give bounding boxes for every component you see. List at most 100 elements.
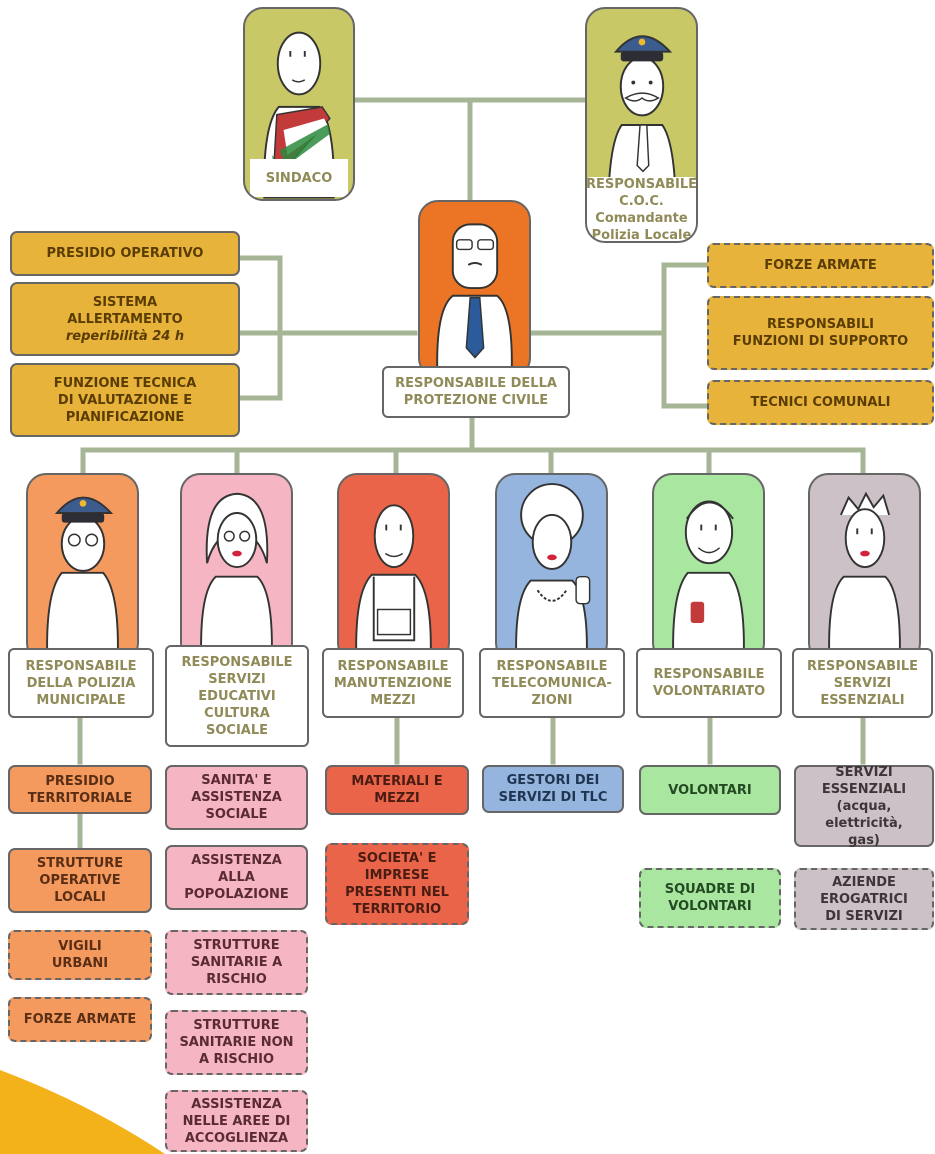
presidio-territoriale-box: PRESIDIO TERRITORIALE [8,765,152,814]
box-line: TERRITORIALE [27,790,133,806]
vigili-urbani-box: VIGILI URBANI [8,930,152,980]
box-line: GESTORI DEI [506,773,600,788]
funzione-tecnica-line-3: PIANIFICAZIONE [65,409,185,425]
box-line: EROGATRICI [820,891,908,907]
polizia-caption-line: MUNICIPALE [36,692,126,708]
box-line: SQUADRE DI [664,882,756,897]
telecom-caption-line: RESPONSABILE [496,658,608,674]
strutture-sanitarie-rischio-box: STRUTTURE SANITARIE A RISCHIO [165,930,308,995]
box-line: ALLA [218,870,255,885]
box-line: IMPRESE [364,868,430,883]
coc-card: RESPONSABILE C.O.C. Comandante Polizia L… [585,7,698,243]
box-line: PRESIDIO [45,773,115,789]
forze-armate-label: FORZE ARMATE [764,258,877,273]
box-line: ESSENZIALI [821,781,907,797]
sistema-allertamento-line-2: ALLERTAMENTO [67,311,183,327]
forze-armate-box: FORZE ARMATE [707,243,934,288]
box-line: VIGILI [58,939,102,954]
manutenzione-caption-line: MEZZI [370,692,416,708]
educativi-caption-line: RESPONSABILE [181,654,293,670]
volontariato-caption-line: RESPONSABILE [653,667,765,682]
box-line: SOCIETA' E [357,851,437,866]
box-line: STRUTTURE [36,856,124,871]
funzioni-supporto-line-2: FUNZIONI DI SUPPORTO [732,334,909,349]
volontari-box: VOLONTARI [639,765,781,815]
sistema-allertamento-line-3: reperibilità 24 h [65,328,185,344]
funzione-tecnica-box: FUNZIONE TECNICA DI VALUTAZIONE E PIANIF… [10,363,240,437]
box-line: SANITA' E [201,773,272,788]
polizia-figure-icon [46,496,119,661]
box-line: gas) [848,832,880,848]
coc-caption: RESPONSABILE C.O.C. Comandante Polizia L… [587,177,696,241]
manutenzione-caption-line: RESPONSABILE [337,658,449,674]
squadre-volontari-box: SQUADRE DI VOLONTARI [639,868,781,928]
polizia-caption: RESPONSABILE DELLA POLIZIA MUNICIPALE [8,648,154,718]
educativi-caption-line: SERVIZI [208,671,266,687]
gestori-tlc-box: GESTORI DEI SERVIZI DI TLC [482,765,624,813]
box-line: TERRITORIO [352,902,442,917]
sanita-assistenza-sociale-box: SANITA' E ASSISTENZA SOCIALE [165,765,308,830]
telecomunicazioni-caption: RESPONSABILE TELECOMUNICA- ZIONI [479,648,625,718]
box-line: DI SERVIZI [825,908,903,924]
assistenza-aree-accoglienza-box: ASSISTENZA NELLE AREE DI ACCOGLIENZA [165,1090,308,1152]
servizi-educativi-figure-icon [200,492,273,661]
box-line: URBANI [51,956,109,971]
box-line: AZIENDE [832,874,896,890]
strutture-operative-locali-box: STRUTTURE OPERATIVE LOCALI [8,848,152,913]
presidio-operativo-label: PRESIDIO OPERATIVO [46,246,204,261]
box-line: SANITARIE NON [179,1035,294,1050]
box-line: MEZZI [374,791,420,806]
box-line: OPERATIVE [39,873,121,888]
manutenzione-figure-icon [355,504,432,661]
servizi-essenziali-box: SERVIZI ESSENZIALI (acqua, elettricità, … [794,764,934,848]
strutture-sanitarie-non-rischio-box: STRUTTURE SANITARIE NON A RISCHIO [165,1010,308,1075]
essenziali-caption-line: SERVIZI [833,675,892,691]
box-line: SERVIZI [835,764,893,780]
servizi-essenziali-card [808,473,921,663]
box-line: NELLE AREE DI [182,1113,291,1129]
box-line: VOLONTARI [668,899,752,914]
essenziali-caption-line: RESPONSABILE [806,658,919,674]
aziende-erogatrici-box: AZIENDE EROGATRICI DI SERVIZI [794,868,934,930]
box-line: POPOLAZIONE [184,887,289,902]
box-line: ASSISTENZA [191,790,282,805]
box-line: STRUTTURE [193,938,280,953]
box-line: STRUTTURE [193,1018,280,1033]
box-line: LOCALI [54,890,106,905]
box-line: SOCIALE [205,807,268,822]
essenziali-caption-line: ESSENZIALI [820,692,905,708]
volontariato-caption: RESPONSABILE VOLONTARIATO [636,648,782,718]
forze-armate-polizia-box: FORZE ARMATE [8,997,152,1042]
servizi-essenziali-figure-icon [828,491,901,661]
telecom-caption-line: ZIONI [531,692,573,708]
servizi-educativi-card [180,473,293,663]
protezione-civile-figure-icon [436,223,513,376]
educativi-caption-line: SOCIALE [205,722,269,738]
protezione-civile-card [418,200,531,378]
sindaco-card: SINDACO [243,7,355,201]
coc-subtitle-1: Comandante [595,211,688,226]
box-line: (acqua, elettricità, [825,798,903,831]
volontariato-card [652,473,765,663]
box-line: A RISCHIO [198,1052,275,1067]
manutenzione-caption-line: MANUTENZIONE [333,675,453,691]
funzioni-supporto-line-1: RESPONSABILI [766,317,874,332]
educativi-caption-line: EDUCATIVI [198,688,276,704]
box-line: SERVIZI DI TLC [498,790,608,805]
servizi-educativi-caption: RESPONSABILE SERVIZI EDUCATIVI CULTURA S… [165,645,309,747]
telecom-caption-line: TELECOMUNICA- [492,675,612,691]
tecnici-comunali-box: TECNICI COMUNALI [707,380,934,425]
servizi-essenziali-caption: RESPONSABILE SERVIZI ESSENZIALI [792,648,933,718]
manutenzione-caption: RESPONSABILE MANUTENZIONE MEZZI [322,648,464,718]
societa-imprese-box: SOCIETA' E IMPRESE PRESENTI NEL TERRITOR… [325,843,469,925]
telecomunicazioni-card [495,473,608,663]
funzione-tecnica-line-1: FUNZIONE TECNICA [53,375,197,391]
materiali-mezzi-box: MATERIALI E MEZZI [325,765,469,815]
polizia-card [26,473,139,663]
volontariato-figure-icon [672,500,745,661]
presidio-operativo-box: PRESIDIO OPERATIVO [10,231,240,276]
box-line: ACCOGLIENZA [184,1130,289,1146]
protezione-civile-title-1: RESPONSABILE DELLA [395,376,557,391]
volontariato-caption-line: VOLONTARIATO [652,684,766,699]
